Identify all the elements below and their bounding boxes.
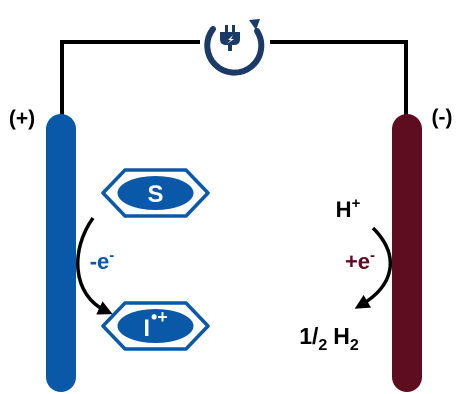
power-plug-cycle-icon (204, 19, 265, 76)
cathode-sign-label: (-) (432, 106, 453, 129)
proton-label: H+ (336, 195, 361, 222)
anode-sign-label: (+) (9, 107, 35, 130)
substrate-hexagon: S (101, 168, 210, 218)
anode-electron-label: -e- (90, 247, 115, 274)
radical-cation-hexagon: I •+ (101, 301, 210, 351)
product-charge-superscript: •+ (151, 307, 168, 327)
reduction-arrow (354, 226, 393, 309)
substrate-label: S (147, 181, 163, 208)
product-label: I (143, 315, 150, 342)
cathode-electron-label: +e- (345, 247, 375, 274)
oxidation-arrow (76, 216, 113, 315)
circuit-wire (60, 40, 408, 122)
anode-electrode (46, 114, 76, 392)
svg-text:I: I (143, 315, 150, 342)
cathode-electrode (392, 114, 422, 392)
